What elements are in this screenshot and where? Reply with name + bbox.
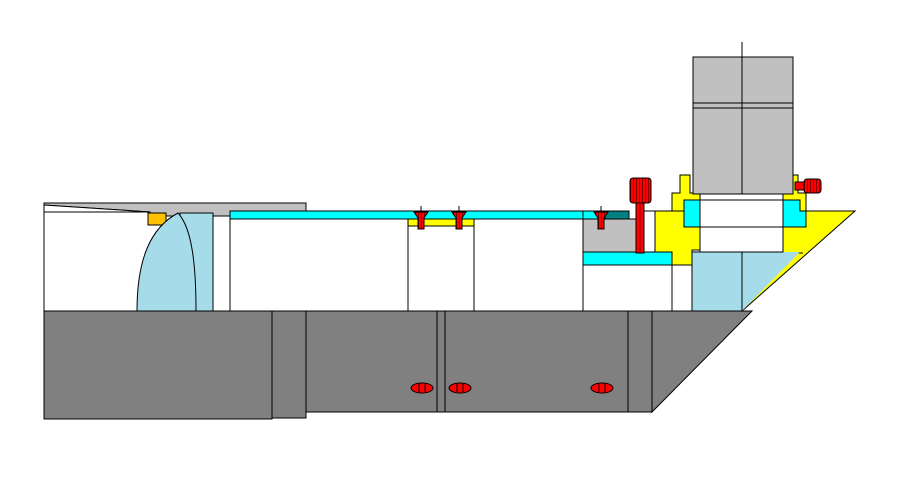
base-screw-3-icon: [590, 382, 614, 394]
upper-right-block: [582, 264, 673, 312]
upper-mid-block-c: [473, 216, 584, 312]
screw-1-icon: [413, 206, 429, 230]
base-block: [43, 310, 754, 420]
left-housing-detail: [43, 202, 307, 312]
bolt-horizontal-icon: [794, 178, 822, 194]
right-assembly: [643, 42, 857, 313]
light-blue-column: [691, 251, 743, 312]
yellow-ring-left: [671, 174, 701, 212]
white-bore-b: [699, 226, 784, 253]
glass-lower-strip: [582, 251, 673, 266]
screw-2-icon: [451, 206, 467, 230]
teal-insert: [604, 210, 630, 220]
yellow-wedge-shade: [742, 252, 800, 311]
base-middle-segment: [305, 310, 629, 413]
upper-mid-block-a: [229, 216, 409, 312]
base-screw-1-icon: [410, 382, 434, 394]
gray-spacer-block: [582, 218, 644, 253]
fasteners: [410, 177, 822, 394]
yellow-clamp-block: [407, 218, 475, 227]
tower-housing: [692, 56, 794, 195]
screw-3-icon: [593, 206, 609, 230]
base-screw-2-icon: [448, 382, 472, 394]
base-right-collar: [627, 310, 653, 413]
bolt-vertical-icon: [629, 177, 652, 254]
white-bore-a: [699, 199, 784, 228]
amber-insert: [147, 212, 167, 226]
curved-window: [136, 212, 197, 312]
upper-mid-block-b: [407, 225, 475, 312]
base-left-segment: [43, 310, 273, 420]
upper-right-spacer: [671, 264, 693, 312]
cover-wedge: [43, 204, 151, 213]
base-tapered-end: [651, 310, 754, 414]
base-collar: [271, 310, 307, 419]
glass-plate: [229, 210, 673, 266]
